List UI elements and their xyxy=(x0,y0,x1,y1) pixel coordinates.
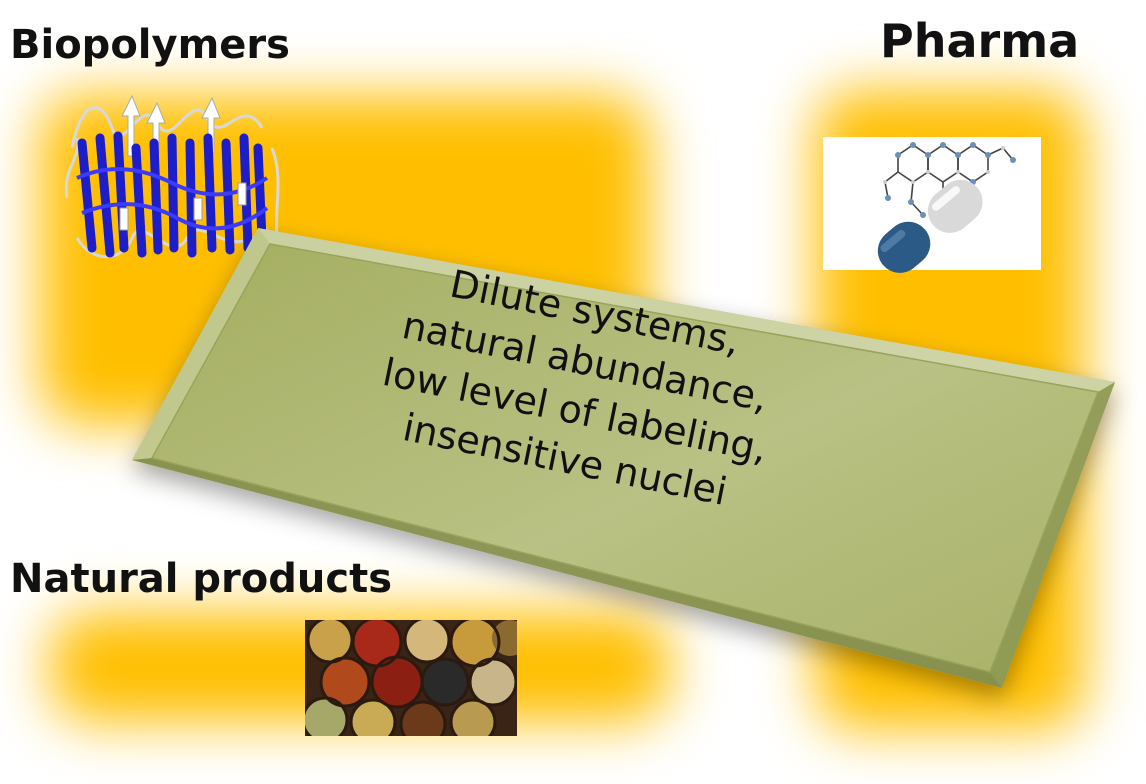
panel-text: Dilute systems, natural abundance, low l… xyxy=(325,240,835,532)
drug-molecule-capsule-image xyxy=(877,142,1016,273)
protein-structure-image xyxy=(64,94,280,259)
pharma-heading: Pharma xyxy=(880,14,1080,68)
natural-products-heading: Natural products xyxy=(10,556,393,602)
biopolymers-heading: Biopolymers xyxy=(10,22,290,68)
spice-bowls-image xyxy=(305,620,517,736)
